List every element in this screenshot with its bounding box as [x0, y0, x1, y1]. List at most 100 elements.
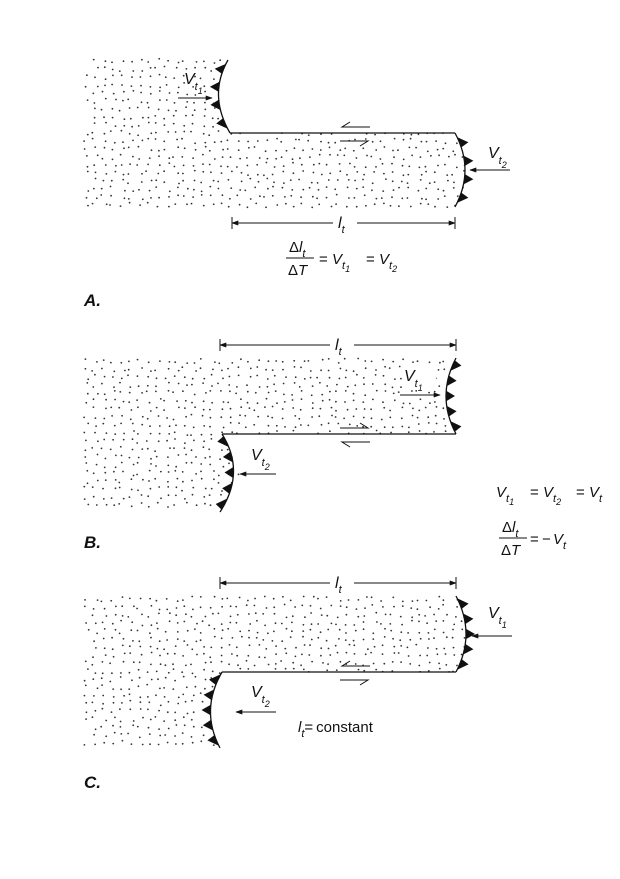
- stipple-dot: [191, 741, 194, 744]
- stipple-dot: [381, 644, 384, 647]
- ridge-tooth: [209, 674, 221, 685]
- ridge-tooth: [457, 659, 469, 670]
- stipple-dot: [150, 179, 153, 182]
- stipple-dot: [384, 390, 387, 392]
- stipple-dot: [158, 90, 161, 92]
- stipple-dot: [185, 664, 187, 667]
- stipple-dot: [239, 630, 242, 633]
- stipple-dot: [174, 645, 177, 647]
- stipple-dot: [329, 172, 332, 175]
- stipple-dot: [370, 596, 373, 599]
- stipple-dot: [155, 186, 158, 189]
- stipple-dot: [427, 422, 430, 424]
- stipple-dot: [213, 635, 216, 638]
- stipple-dot: [177, 172, 180, 175]
- stipple-dot: [392, 637, 394, 640]
- stipple-dot: [281, 417, 284, 420]
- stipple-dot: [209, 185, 212, 188]
- stipple-dot: [425, 187, 428, 190]
- stipple-dot: [182, 390, 184, 393]
- stipple-dot: [101, 621, 104, 624]
- stipple-dot: [429, 606, 431, 609]
- stipple-dot: [109, 448, 112, 451]
- stipple-dot: [190, 663, 192, 666]
- stipple-dot: [103, 116, 105, 119]
- stipple-dot: [451, 173, 453, 176]
- ridge-tooth: [457, 598, 469, 609]
- stipple-dot: [199, 639, 202, 642]
- ridge-tooth: [446, 375, 457, 387]
- stipple-dot: [150, 604, 153, 607]
- stipple-dot: [129, 418, 132, 421]
- stipple-dot: [175, 66, 178, 69]
- stipple-dot: [221, 194, 224, 197]
- stipple-dot: [417, 189, 420, 192]
- stipple-dot: [379, 140, 382, 143]
- stipple-dot: [353, 166, 356, 168]
- stipple-dot: [148, 701, 151, 704]
- stipple-dot: [93, 640, 95, 643]
- stipple-dot: [164, 664, 167, 667]
- stipple-dot: [344, 147, 347, 150]
- stipple-dot: [419, 202, 422, 205]
- stipple-dot: [229, 156, 232, 159]
- stipple-dot: [275, 645, 277, 647]
- stipple-dot: [131, 422, 134, 425]
- stipple-dot: [83, 679, 86, 682]
- stipple-dot: [191, 648, 194, 651]
- stipple-dot: [364, 138, 367, 140]
- stipple-dot: [253, 664, 256, 667]
- stipple-dot: [344, 376, 347, 379]
- stipple-dot: [210, 373, 213, 376]
- stipple-dot: [132, 640, 134, 642]
- stipple-dot: [168, 190, 171, 193]
- stipple-dot: [273, 606, 276, 609]
- stipple-dot: [120, 619, 122, 622]
- stipple-dot: [138, 661, 141, 664]
- stipple-dot: [168, 157, 171, 160]
- svg-text:=: =: [530, 531, 539, 548]
- stipple-dot: [334, 188, 337, 191]
- stipple-dot: [434, 401, 436, 403]
- stipple-dot: [103, 466, 106, 469]
- stipple-dot: [121, 644, 124, 647]
- stipple-dot: [174, 735, 177, 737]
- stipple-dot: [352, 415, 355, 418]
- stipple-dot: [202, 163, 204, 166]
- stipple-dot: [183, 620, 186, 623]
- stipple-dot: [247, 654, 250, 657]
- stipple-dot: [112, 438, 114, 441]
- stipple-dot: [294, 376, 297, 379]
- stipple-dot: [150, 370, 152, 372]
- stipple-dot: [158, 57, 161, 60]
- stipple-dot: [383, 172, 385, 175]
- stipple-dot: [132, 724, 135, 727]
- stipple-dot: [247, 360, 249, 363]
- stipple-dot: [194, 148, 197, 151]
- stipple-dot: [362, 178, 364, 181]
- stipple-dot: [325, 196, 328, 199]
- stipple-dot: [191, 383, 193, 386]
- stipple-dot: [412, 361, 414, 363]
- stipple-dot: [362, 377, 365, 379]
- stipple-dot: [156, 205, 159, 208]
- stipple-dot: [320, 173, 323, 176]
- velocity-label-2: Vt2: [251, 684, 270, 709]
- stipple-dot: [219, 458, 222, 461]
- stipple-dot: [220, 654, 223, 657]
- svg-text:Vt: Vt: [553, 531, 567, 552]
- stipple-dot: [102, 637, 105, 640]
- stipple-dot: [191, 699, 193, 702]
- stipple-dot: [401, 623, 403, 626]
- stipple-dot: [128, 401, 131, 404]
- stipple-dot: [392, 360, 395, 363]
- stipple-dot: [140, 502, 143, 504]
- stipple-dot: [213, 107, 216, 109]
- stipple-dot: [370, 417, 373, 420]
- stipple-dot: [309, 156, 311, 159]
- stipple-dot: [91, 447, 94, 449]
- stipple-dot: [158, 486, 161, 488]
- stipple-dot: [393, 156, 395, 159]
- stipple-dot: [298, 138, 300, 141]
- svg-text:Vt: Vt: [589, 484, 603, 505]
